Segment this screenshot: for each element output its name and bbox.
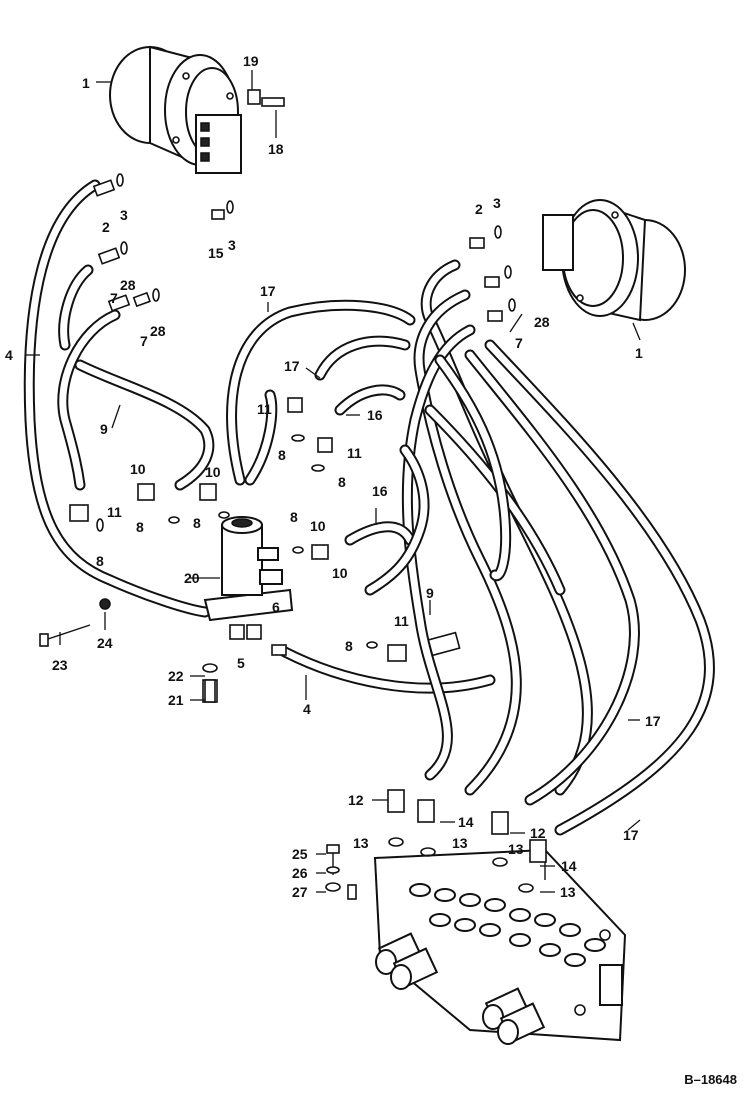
callout-28: 28 (120, 277, 136, 293)
callout-13: 13 (353, 835, 369, 851)
callout-13: 13 (508, 841, 524, 857)
callout-11: 11 (394, 613, 409, 629)
callout-17: 17 (623, 827, 639, 843)
callout-5: 5 (237, 655, 245, 671)
callout-28: 28 (534, 314, 550, 330)
callout-10: 10 (130, 461, 146, 477)
callout-4: 4 (303, 701, 311, 717)
callout-22: 22 (168, 668, 184, 684)
callouts: 1 19 18 2 3 15 3 28 7 28 7 4 9 10 11 8 8… (5, 53, 661, 900)
valve-spools (375, 932, 546, 1045)
hose-9-upper (57, 309, 121, 491)
hoses (23, 179, 715, 836)
callout-17: 17 (645, 713, 661, 729)
callout-17: 17 (284, 358, 300, 374)
callout-17: 17 (260, 283, 276, 299)
leader-lines (26, 70, 641, 893)
callout-10: 10 (205, 464, 221, 480)
callout-11: 11 (107, 504, 122, 520)
callout-9: 9 (100, 421, 108, 437)
travel-motor-left (109, 45, 242, 174)
callout-10: 10 (332, 565, 348, 581)
callout-2: 2 (475, 201, 483, 217)
callout-8: 8 (193, 515, 201, 531)
callout-12: 12 (348, 792, 364, 808)
callout-8: 8 (278, 447, 286, 463)
callout-9: 9 (426, 585, 434, 601)
callout-24: 24 (97, 635, 113, 651)
callout-11: 11 (257, 401, 272, 417)
hose-4 (23, 179, 211, 618)
valve-bores (409, 883, 606, 967)
callout-19: 19 (243, 53, 259, 69)
callout-7: 7 (110, 290, 118, 306)
callout-11: 11 (347, 445, 362, 461)
callout-3: 3 (228, 237, 236, 253)
o-rings (96, 173, 534, 893)
callout-18: 18 (268, 141, 284, 157)
callout-26: 26 (292, 865, 308, 881)
callout-1: 1 (635, 345, 643, 361)
fasteners (39, 598, 357, 900)
callout-8: 8 (345, 638, 353, 654)
callout-8: 8 (136, 519, 144, 535)
callout-14: 14 (561, 858, 577, 874)
callout-8: 8 (290, 509, 298, 525)
callout-25: 25 (292, 846, 308, 862)
callout-12: 12 (530, 825, 546, 841)
callout-16: 16 (372, 483, 388, 499)
callout-20: 20 (184, 570, 200, 586)
callout-23: 23 (52, 657, 68, 673)
callout-16: 16 (367, 407, 383, 423)
fittings (69, 89, 547, 863)
callout-2: 2 (102, 219, 110, 235)
callout-7: 7 (515, 335, 523, 351)
travel-motor-right (542, 199, 686, 322)
callout-15: 15 (208, 245, 224, 261)
callout-3: 3 (120, 207, 128, 223)
swivel-joint (203, 516, 294, 622)
callout-3: 3 (493, 195, 501, 211)
callout-4: 4 (5, 347, 13, 363)
callout-6: 6 (272, 599, 280, 615)
callout-10: 10 (310, 518, 326, 534)
callout-14: 14 (458, 814, 474, 830)
callout-8: 8 (96, 553, 104, 569)
control-valve (373, 848, 627, 1045)
drawing-reference-number: B–18648 (684, 1072, 737, 1087)
callout-21: 21 (168, 692, 184, 708)
callout-27: 27 (292, 884, 308, 900)
callout-7: 7 (140, 333, 148, 349)
callout-28: 28 (150, 323, 166, 339)
callout-1: 1 (82, 75, 90, 91)
callout-13: 13 (452, 835, 468, 851)
callout-13: 13 (560, 884, 576, 900)
callout-8: 8 (338, 474, 346, 490)
